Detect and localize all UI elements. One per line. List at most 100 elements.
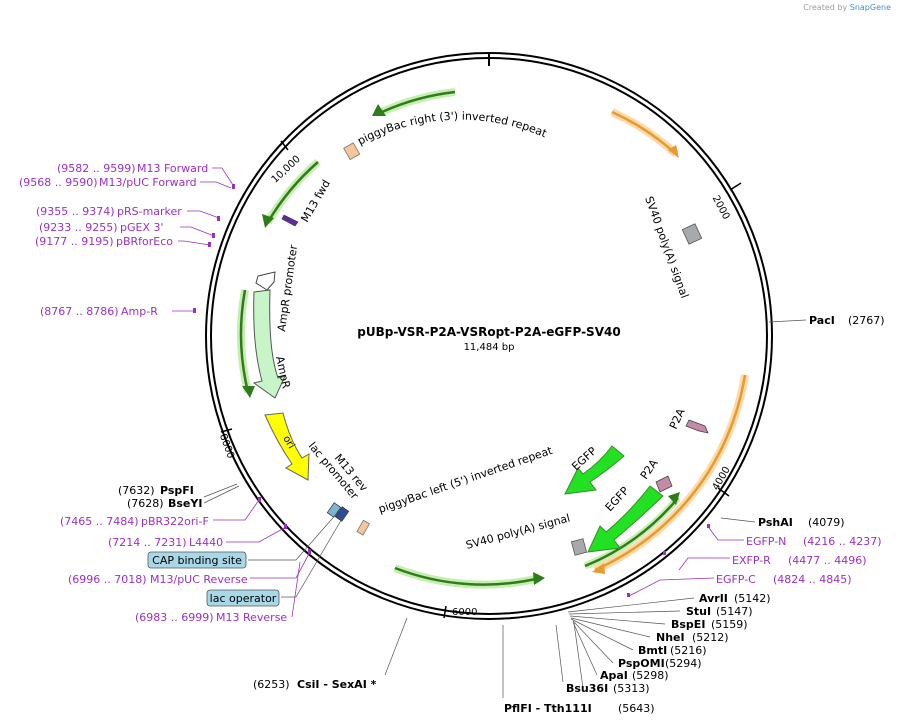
p2a-outer-label: P2A bbox=[667, 406, 688, 431]
enzyme-bsu36i-pos: (5313) bbox=[613, 682, 650, 695]
enzyme-avrii-pos: (5142) bbox=[734, 592, 771, 605]
ori-arrow bbox=[264, 412, 310, 481]
enzyme-nhei-pos: (5212) bbox=[692, 631, 729, 644]
egfp-inner-label: EGFP bbox=[603, 484, 632, 514]
primer-pgex: pGEX 3' bbox=[120, 221, 164, 234]
m13-fwd-marker bbox=[281, 214, 299, 227]
credit-prefix: Created by bbox=[803, 3, 848, 12]
enzyme-bmti-pos: (5216) bbox=[670, 644, 707, 657]
enzyme-apai-pos: (5298) bbox=[632, 669, 669, 682]
cap-site-box bbox=[326, 502, 342, 518]
enzyme-pflfi-pos: (5643) bbox=[618, 702, 655, 715]
enzyme-bmti: BmtI bbox=[638, 644, 667, 657]
enzyme-pspfi: PspFI bbox=[160, 484, 194, 497]
primer-pbr322ori: pBR322ori-F bbox=[141, 515, 209, 528]
pbac-left-label: piggyBac left (5') inverted repeat bbox=[377, 444, 555, 516]
egfp-inner-arrow bbox=[587, 485, 664, 553]
m13-fwd-region-arrow bbox=[262, 214, 274, 228]
enzyme-bspei-pos: (5159) bbox=[711, 618, 748, 631]
tick-6000-label: 6000 bbox=[452, 607, 477, 618]
m13-fwd-label: M13 fwd bbox=[298, 178, 333, 225]
enzyme-pshai-pos: (4079) bbox=[808, 516, 845, 529]
enzyme-stui-pos: (5147) bbox=[716, 605, 753, 618]
sv40-top-box bbox=[681, 223, 703, 245]
ampr-promoter-arrow bbox=[255, 271, 276, 291]
tick-6000: 6000 bbox=[443, 605, 477, 619]
primer-m13-forward-range: (9582 .. 9599) bbox=[57, 162, 136, 175]
tick-8000-label: 8000 bbox=[217, 432, 236, 460]
sv40-top-label: SV40 poly(A) signal bbox=[642, 195, 691, 300]
primer-m13-puc-forward-range: (9568 .. 9590) bbox=[19, 176, 98, 189]
plasmid-name: pUBp-VSR-P2A-VSRopt-P2A-eGFP-SV40 bbox=[357, 325, 620, 339]
ampr-left-arrow bbox=[242, 386, 255, 398]
plasmid-length: 11,484 bp bbox=[464, 342, 515, 353]
primer-pgex-range: (9233 .. 9255) bbox=[39, 221, 118, 234]
enzyme-stui: StuI bbox=[686, 605, 711, 618]
enzyme-avrii: AvrII bbox=[699, 592, 728, 605]
enzyme-csii-pos: (6253) bbox=[253, 678, 290, 691]
primer-exfp-r-range: (4477 .. 4496) bbox=[788, 554, 867, 567]
egfp-green-arc-arrow bbox=[668, 492, 680, 505]
primer-amp-r: Amp-R bbox=[121, 305, 158, 318]
primer-l4440-range: (7214 .. 7231) bbox=[108, 536, 187, 549]
ampr-left-arc-line bbox=[239, 289, 250, 393]
sv40-right-arrow bbox=[592, 563, 605, 574]
enzyme-bspei: BspEI bbox=[671, 618, 705, 631]
tick-2000-label: 2000 bbox=[710, 194, 732, 222]
snapgene-brand: SnapGene bbox=[849, 3, 891, 12]
enzyme-bsu36i: Bsu36I bbox=[566, 682, 608, 695]
enzyme-paci-pos: (2767) bbox=[848, 314, 885, 327]
primer-pbr322ori-range: (7465 .. 7484) bbox=[60, 515, 139, 528]
p2a-inner-box bbox=[655, 475, 673, 493]
pbac-left-arrow bbox=[533, 572, 545, 585]
sv40-bottom-label: SV40 poly(A) signal bbox=[464, 512, 571, 552]
sv40-top-arrow bbox=[668, 145, 679, 158]
primer-prs-marker: pRS-marker bbox=[117, 205, 182, 218]
primer-egfp-c: EGFP-C bbox=[716, 573, 756, 586]
left-primer-leaders bbox=[172, 167, 311, 618]
snapgene-credit: Created by SnapGene bbox=[803, 3, 891, 12]
pbac-right-arc-line bbox=[381, 90, 456, 114]
primer-m13-puc-forward: M13/pUC Forward bbox=[99, 176, 197, 189]
ampr-arrow bbox=[252, 289, 286, 399]
lac-operator-box bbox=[206, 589, 280, 607]
primer-m13-puc-reverse: M13/pUC Reverse bbox=[150, 573, 248, 586]
primer-pbrforeco-range: (9177 .. 9195) bbox=[35, 235, 114, 248]
pbac-right-box bbox=[343, 142, 361, 161]
primer-m13-puc-reverse-range: (6996 .. 7018) bbox=[68, 573, 147, 586]
enzyme-paci: PacI bbox=[809, 314, 835, 327]
sv40-top-arc bbox=[610, 108, 679, 157]
enzyme-bseyi-pos: (7628) bbox=[127, 497, 164, 510]
primer-l4440: L4440 bbox=[189, 536, 223, 549]
enzyme-pspfi-pos: (7632) bbox=[118, 484, 155, 497]
lac-operator-label: lac operator bbox=[210, 592, 277, 605]
cap-binding-site-label: CAP binding site bbox=[152, 554, 242, 567]
enzyme-pspomi-pos: (5294) bbox=[665, 657, 702, 670]
enzyme-pflfi: PflFI - Tth111I bbox=[504, 702, 592, 715]
primer-prs-marker-range: (9355 .. 9374) bbox=[36, 205, 115, 218]
primer-pbrforeco: pBRforEco bbox=[116, 235, 173, 248]
pbac-right-arrow bbox=[372, 104, 386, 116]
sv40-right-arc-line bbox=[594, 374, 747, 572]
primer-ticks bbox=[193, 184, 710, 597]
primer-egfp-c-range: (4824 .. 4845) bbox=[773, 573, 852, 586]
pbac-right-arc bbox=[380, 88, 456, 116]
p2a-inner-label: P2A bbox=[638, 457, 661, 482]
primer-amp-r-range: (8767 .. 8786) bbox=[40, 305, 119, 318]
enzyme-csii: CsiI - SexAI * bbox=[297, 678, 377, 691]
ampr-promoter-label: AmpR promoter bbox=[275, 244, 300, 333]
p2a-outer-box bbox=[685, 419, 709, 434]
primer-exfp-r: EXFP-R bbox=[732, 554, 771, 567]
primer-m13-forward: M13 Forward bbox=[137, 162, 208, 175]
enzyme-pspomi: PspOMI bbox=[618, 657, 665, 670]
sv40-bottom-box bbox=[570, 538, 588, 556]
enzyme-apai: ApaI bbox=[600, 669, 628, 682]
lac-promoter-box bbox=[334, 506, 350, 522]
enzyme-bseyi: BseYI bbox=[168, 497, 202, 510]
enzyme-nhei: NheI bbox=[656, 631, 685, 644]
pbac-left-arc-line bbox=[394, 566, 541, 586]
cap-binding-site-box bbox=[147, 551, 247, 569]
egfp-green-arc-line bbox=[584, 497, 679, 568]
bottom-enzyme-leaders bbox=[203, 483, 695, 698]
